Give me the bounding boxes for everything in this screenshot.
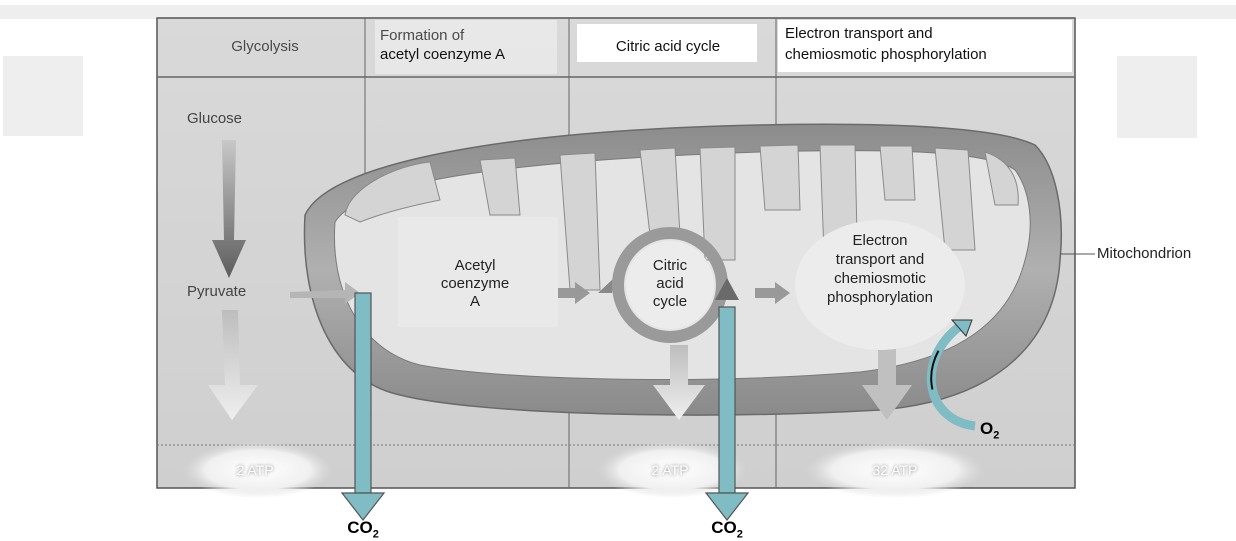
etc-label-line4: phosphorylation [800, 289, 960, 306]
header-etc-line1: Electron transport and [785, 25, 1065, 42]
pyruvate-label: Pyruvate [187, 283, 277, 300]
etc-label-line3: chemiosmotic [800, 270, 960, 287]
etc-atp: 32 ATP [850, 462, 940, 478]
co2-base: CO [711, 518, 737, 537]
co2-base: CO [347, 518, 373, 537]
acetyl-label-line2: coenzyme [410, 275, 540, 292]
etc-label-line1: Electron [800, 232, 960, 249]
etc-label-line2: transport and [800, 251, 960, 268]
citric-label-line3: cycle [625, 293, 715, 310]
header-citric: Citric acid cycle [580, 38, 756, 55]
co2-label-right: CO2 [702, 518, 752, 541]
citric-label-line1: Citric [625, 257, 715, 274]
acetyl-label-line3: A [410, 293, 540, 310]
header-formation-line2: acetyl coenzyme A [380, 46, 560, 63]
citric-atp: 2 ATP [625, 462, 715, 478]
o2-base: O [980, 419, 993, 438]
glycolysis-atp: 2 ATP [210, 462, 300, 478]
co2-label-left: CO2 [338, 518, 388, 541]
acetyl-label-line1: Acetyl [410, 257, 540, 274]
o2-label: O2 [980, 419, 1020, 442]
header-formation-line1: Formation of [380, 27, 500, 44]
header-glycolysis: Glycolysis [185, 38, 345, 55]
header-etc-line2: chemiosmotic phosphorylation [785, 46, 1070, 63]
glucose-label: Glucose [187, 110, 277, 127]
corner-box [878, 522, 958, 539]
mitochondrion-label: Mitochondrion [1097, 245, 1232, 262]
o2-subscript: 2 [993, 429, 999, 441]
citric-label-line2: acid [625, 275, 715, 292]
